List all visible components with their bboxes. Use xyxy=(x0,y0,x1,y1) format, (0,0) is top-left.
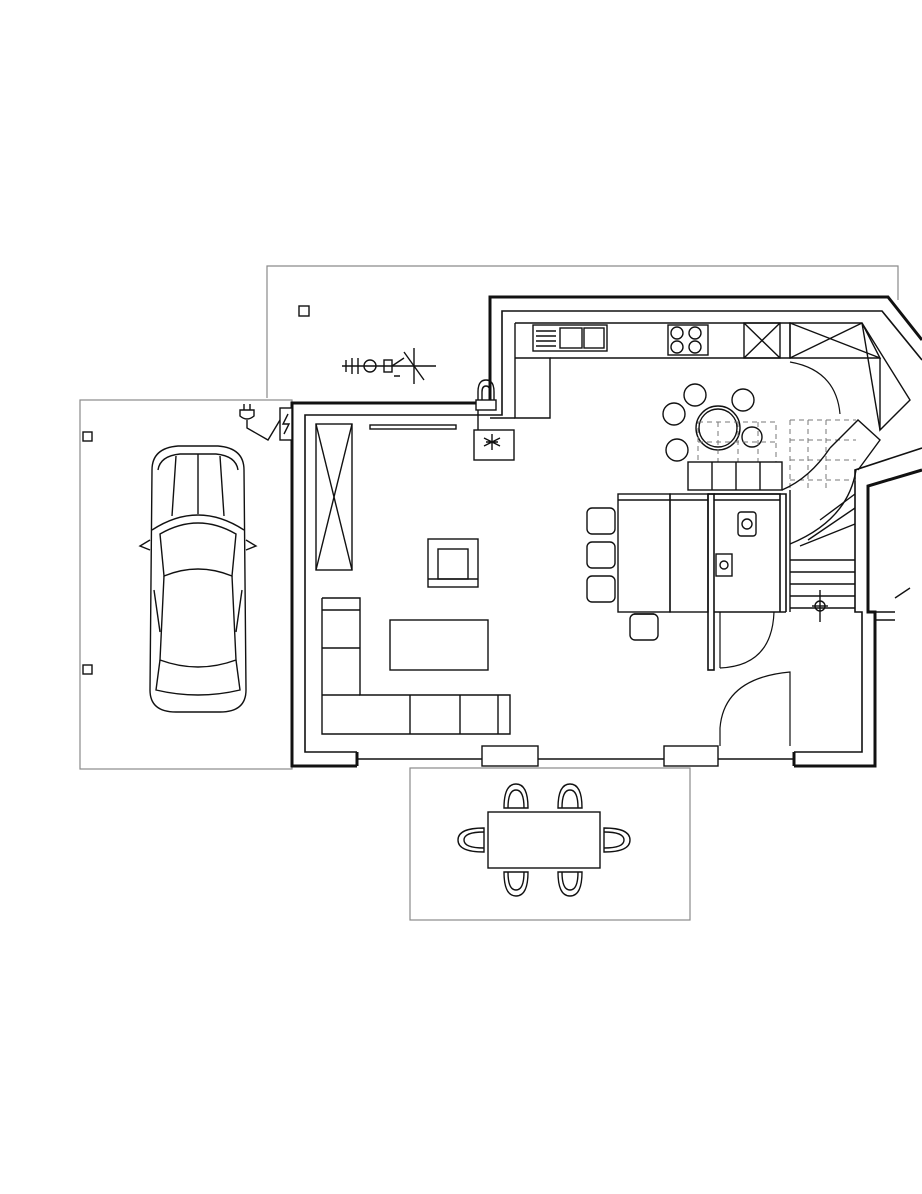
site-outlines xyxy=(79,265,899,921)
terrace-pad xyxy=(409,767,691,921)
wall-pier-2 xyxy=(663,745,719,767)
sink xyxy=(532,324,608,352)
pantry-door-swing xyxy=(789,361,841,415)
wc-room xyxy=(707,493,787,671)
post-marker-1 xyxy=(298,305,310,317)
terrace-dining-set xyxy=(457,783,631,897)
car-icon xyxy=(138,445,258,713)
fridge-unit xyxy=(743,322,781,359)
coffee-table xyxy=(389,619,489,671)
bicycle-icon xyxy=(342,348,436,384)
carport-pad xyxy=(79,399,293,770)
staircase xyxy=(687,419,881,622)
kitchen-island xyxy=(586,493,709,641)
kitchen-counter xyxy=(490,322,911,432)
cooktop xyxy=(667,324,709,356)
fireplace-stove xyxy=(473,379,515,461)
post-marker-3 xyxy=(82,664,93,675)
ev-charger-icon xyxy=(239,404,293,441)
garden-boundary xyxy=(266,265,899,398)
wardrobe xyxy=(315,423,353,571)
round-table-set xyxy=(662,383,763,462)
entrance-door-swing xyxy=(719,671,791,746)
pantry-cabinet xyxy=(789,322,911,432)
window-north xyxy=(369,424,457,430)
exterior-walls xyxy=(290,295,922,768)
armchair xyxy=(427,538,479,588)
post-marker-2 xyxy=(82,431,93,442)
wall-pier-1 xyxy=(481,745,539,767)
corner-sofa xyxy=(321,597,511,735)
